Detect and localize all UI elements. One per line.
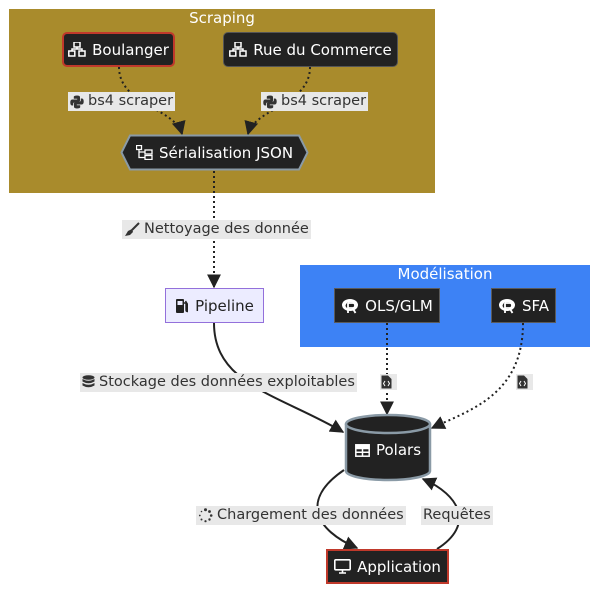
tree-structure-icon xyxy=(135,145,153,160)
edge-label-bs4-right: bs4 scraper xyxy=(261,92,369,111)
cylinder-shape xyxy=(344,413,432,482)
database-icon xyxy=(82,375,95,390)
node-polars[interactable]: Polars xyxy=(343,413,433,482)
cluster-title: Scraping xyxy=(189,9,255,27)
edge-rue-serialisation xyxy=(244,66,311,136)
node-ols-glm[interactable]: OLS/GLM xyxy=(334,288,440,323)
sitemap-icon xyxy=(68,42,86,57)
python-icon xyxy=(263,95,277,109)
node-label: SFA xyxy=(521,296,550,315)
python-icon xyxy=(70,95,84,109)
cluster-title: Modélisation xyxy=(397,265,493,283)
node-pipeline[interactable]: Pipeline xyxy=(165,288,264,323)
node-label: Pipeline xyxy=(195,296,254,315)
edge-label-nettoyage: Nettoyage des donnée xyxy=(122,220,311,239)
edge-sfa-polars xyxy=(430,322,524,429)
node-rue-du-commerce[interactable]: Rue du Commerce xyxy=(223,32,398,67)
edge-label-bs4-left: bs4 scraper xyxy=(68,92,176,111)
r-project-icon xyxy=(498,298,516,314)
sitemap-icon xyxy=(229,42,248,57)
spinner-icon xyxy=(198,508,213,523)
broom-icon xyxy=(124,222,140,237)
file-code-icon xyxy=(517,375,528,389)
node-label: Sérialisation JSON xyxy=(158,143,294,162)
hexagon-shape xyxy=(120,134,309,171)
table-icon xyxy=(355,443,370,457)
edge-label-ols-polars xyxy=(380,374,397,390)
edge-label-sfa-polars xyxy=(516,374,533,390)
node-label: Polars xyxy=(375,441,422,459)
node-sfa[interactable]: SFA xyxy=(491,288,556,323)
gas-pump-icon xyxy=(175,298,189,314)
node-serialisation-json[interactable]: Sérialisation JSON xyxy=(120,134,309,171)
node-label: OLS/GLM xyxy=(365,296,433,315)
edge-label-chargement: Chargement des données xyxy=(196,506,406,525)
r-project-icon xyxy=(341,298,359,314)
edge-label-stockage: Stockage des données exploitables xyxy=(80,373,357,392)
node-label: Boulanger xyxy=(92,40,169,59)
node-label: Rue du Commerce xyxy=(253,40,392,59)
node-label: Application xyxy=(357,557,441,576)
file-code-icon xyxy=(381,375,392,389)
node-boulanger[interactable]: Boulanger xyxy=(62,32,175,67)
node-application[interactable]: Application xyxy=(326,549,449,584)
monitor-icon xyxy=(334,559,352,574)
edge-label-requetes: Requêtes xyxy=(421,506,493,525)
